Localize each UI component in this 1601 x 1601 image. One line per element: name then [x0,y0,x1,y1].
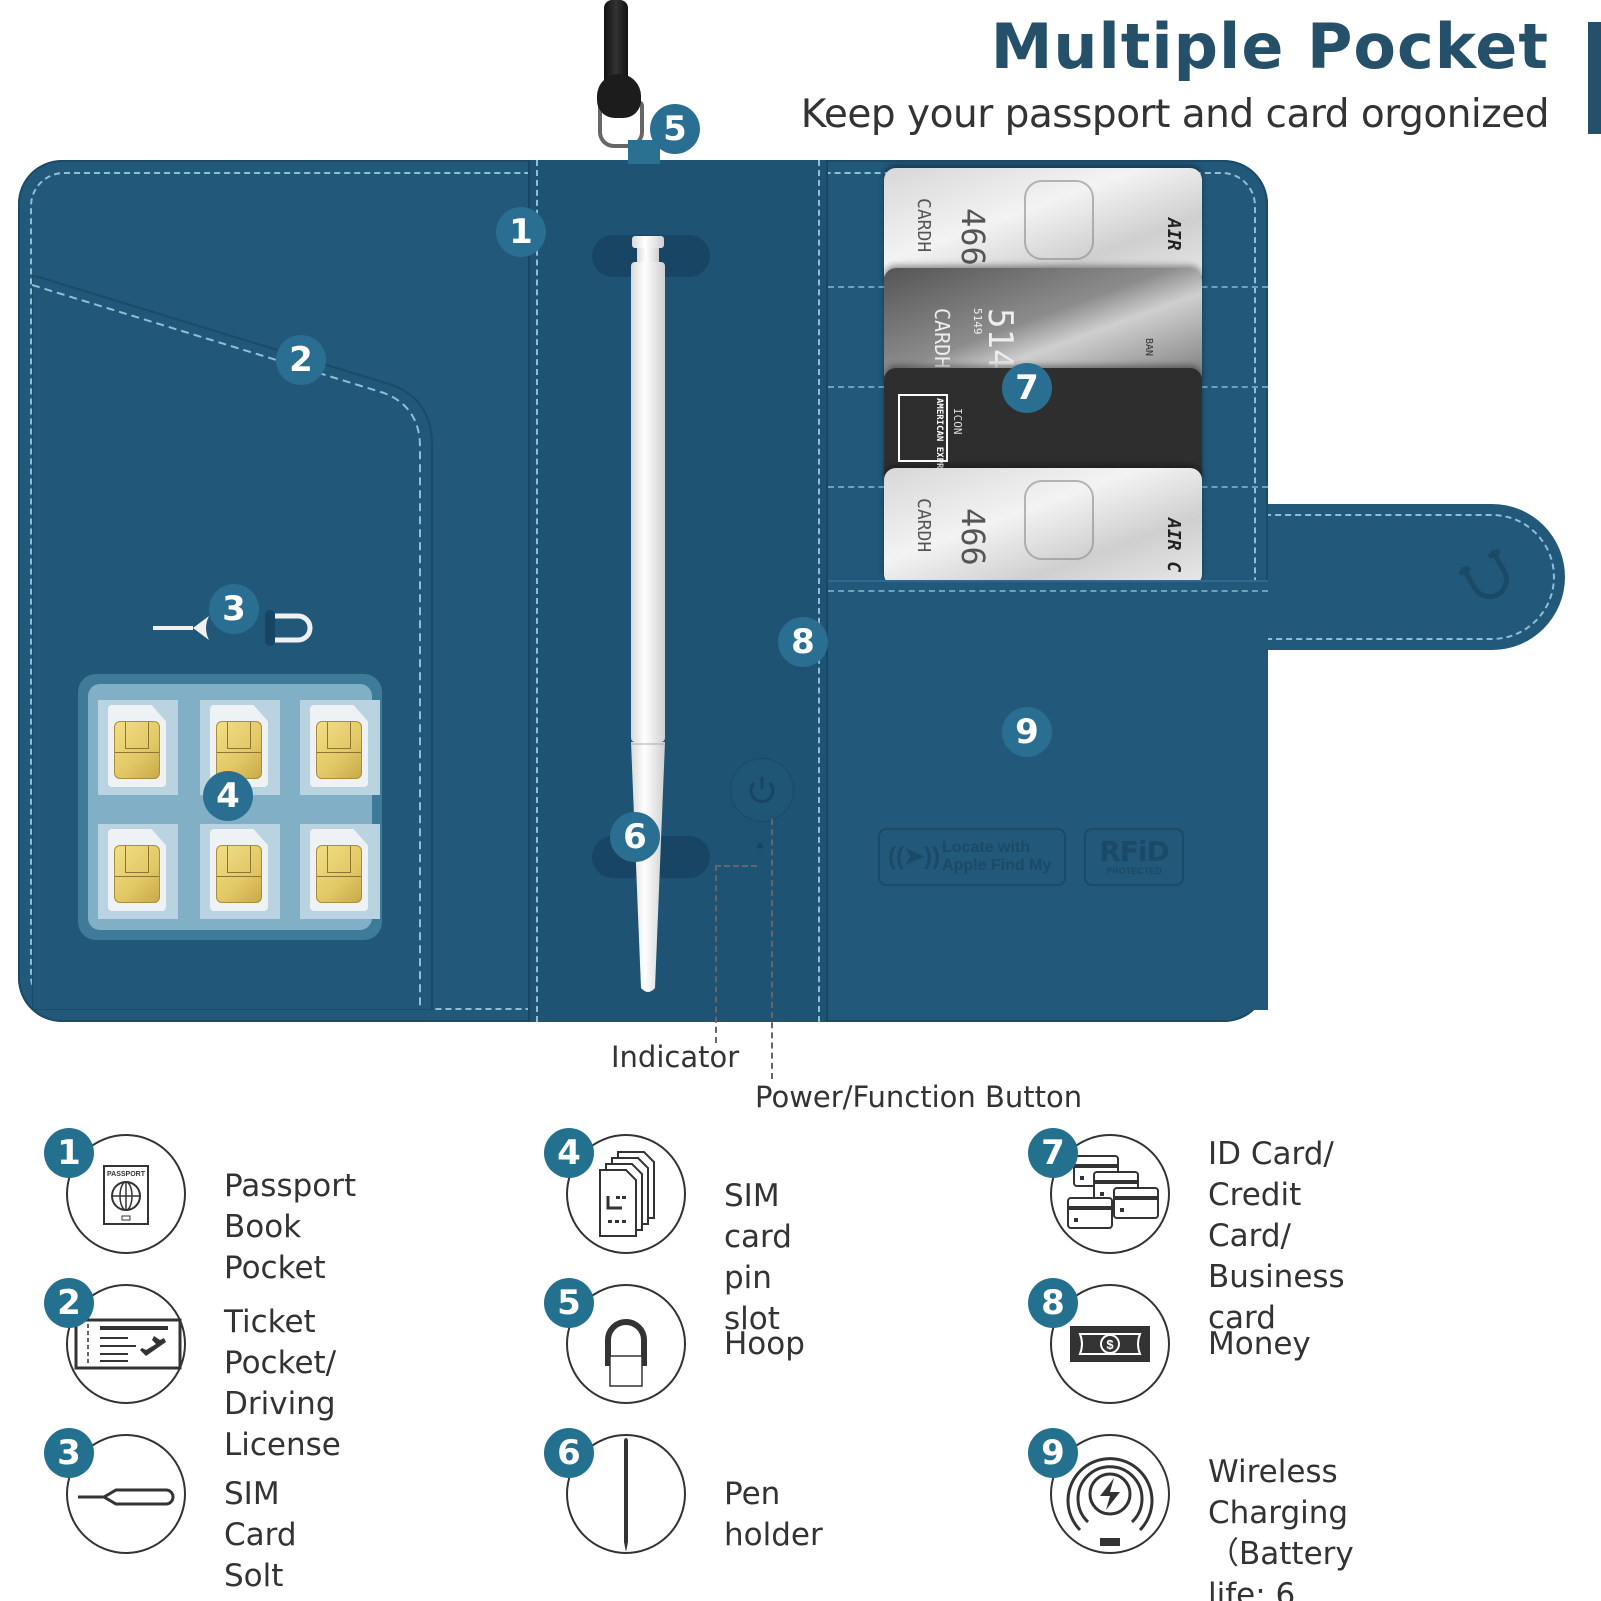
legend-label: Ticket Pocket/ Driving License [224,1304,341,1463]
card: CARDH 514 5149 BAN [884,268,1202,386]
rfid-badge: RFiD PROTECTED [1084,828,1184,886]
money-pocket [828,580,1268,1010]
legend-label: Passport Book Pocket [224,1168,357,1286]
legend-number-badge: 9 [1028,1428,1078,1478]
stitching [818,160,820,1022]
card: CARDH 466 AIR [884,168,1202,286]
page-title: Multiple Pocket [990,10,1549,83]
stitching [536,160,538,1022]
power-icon [749,777,775,803]
card: CARDH 466 AIR C [884,468,1202,586]
marker-7: 7 [1002,363,1052,413]
page-subtitle: Keep your passport and card orgonized [800,92,1550,137]
marker-6: 6 [610,812,660,862]
middle-panel [528,160,828,1022]
legend-number-badge: 4 [544,1128,594,1178]
legend-label: Hoop [724,1326,805,1362]
strap-stitching [1235,514,1555,640]
legend-number-badge: 6 [544,1428,594,1478]
indicator-light [757,843,763,849]
location-arrow-icon: ((➤)) [888,843,941,870]
legend-number-badge: 5 [544,1278,594,1328]
badge-text: Locate with [942,839,1031,856]
marker-1: 1 [496,207,546,257]
magnetic-strap [1225,504,1565,650]
legend-label: Wireless Charging （Battery life: 6 month… [1208,1454,1354,1601]
indicator-leader [715,865,757,867]
marker-8: 8 [778,617,828,667]
rfid-subtext: PROTECTED [1106,866,1162,876]
legend-label: ID Card/ Credit Card/ Business card [1208,1136,1345,1336]
legend-label: Pen holder [724,1476,823,1553]
magnet-icon [1458,548,1509,600]
sim-slot [98,824,178,919]
marker-4: 4 [203,771,253,821]
sim-pin-tool [153,610,313,646]
legend-label: SIM card pin slot [724,1178,792,1337]
amex-logo [898,394,948,462]
power-button-leader [771,819,773,1079]
sim-slot [300,700,380,795]
marker-2: 2 [276,335,326,385]
legend-number-badge: 1 [44,1128,94,1178]
sim-pin-icon [78,1488,175,1506]
money-icon: $ [1070,1326,1150,1362]
ticket-icon [74,1318,182,1370]
pen[interactable] [625,236,671,996]
right-panel: CARDH 466 AIR CARDH 514 5149 BAN AMERICA… [828,160,1268,1022]
cards-icon [1067,1155,1159,1229]
find-my-badge: ((➤)) Locate with Apple Find My [878,828,1066,886]
legend-number-badge: 7 [1028,1128,1078,1178]
marker-9: 9 [1002,707,1052,757]
power-function-button[interactable] [731,759,793,821]
marker-5: 5 [650,104,700,154]
wireless-charging-icon [1066,1457,1154,1546]
hoop-icon [605,1319,647,1387]
legend-number-badge: 2 [44,1278,94,1328]
power-button-label: Power/Function Button [755,1080,1083,1114]
svg-text:$: $ [1106,1337,1114,1352]
lanyard-knot [597,74,641,118]
sim-cards-icon [599,1151,655,1237]
sim-slot [98,700,178,795]
indicator-label: Indicator [611,1040,740,1074]
svg-text:PASSPORT: PASSPORT [107,1171,146,1178]
legend-number-badge: 3 [44,1428,94,1478]
marker-3: 3 [209,584,259,634]
left-panel [18,160,528,1022]
pen-icon [624,1438,628,1552]
legend-label: Money [1208,1326,1311,1362]
rfid-text: RFiD [1099,835,1170,868]
header-accent-bar [1588,22,1601,134]
badge-text: Apple Find My [942,857,1052,874]
sim-slot [300,824,380,919]
passport-icon: PASSPORT [103,1165,149,1225]
legend-label: SIM Card Solt [224,1476,297,1594]
sim-slot [200,824,280,919]
indicator-leader [715,865,717,1043]
legend-number-badge: 8 [1028,1278,1078,1328]
wallet-open-view: CARDH 466 AIR CARDH 514 5149 BAN AMERICA… [18,160,1268,1022]
